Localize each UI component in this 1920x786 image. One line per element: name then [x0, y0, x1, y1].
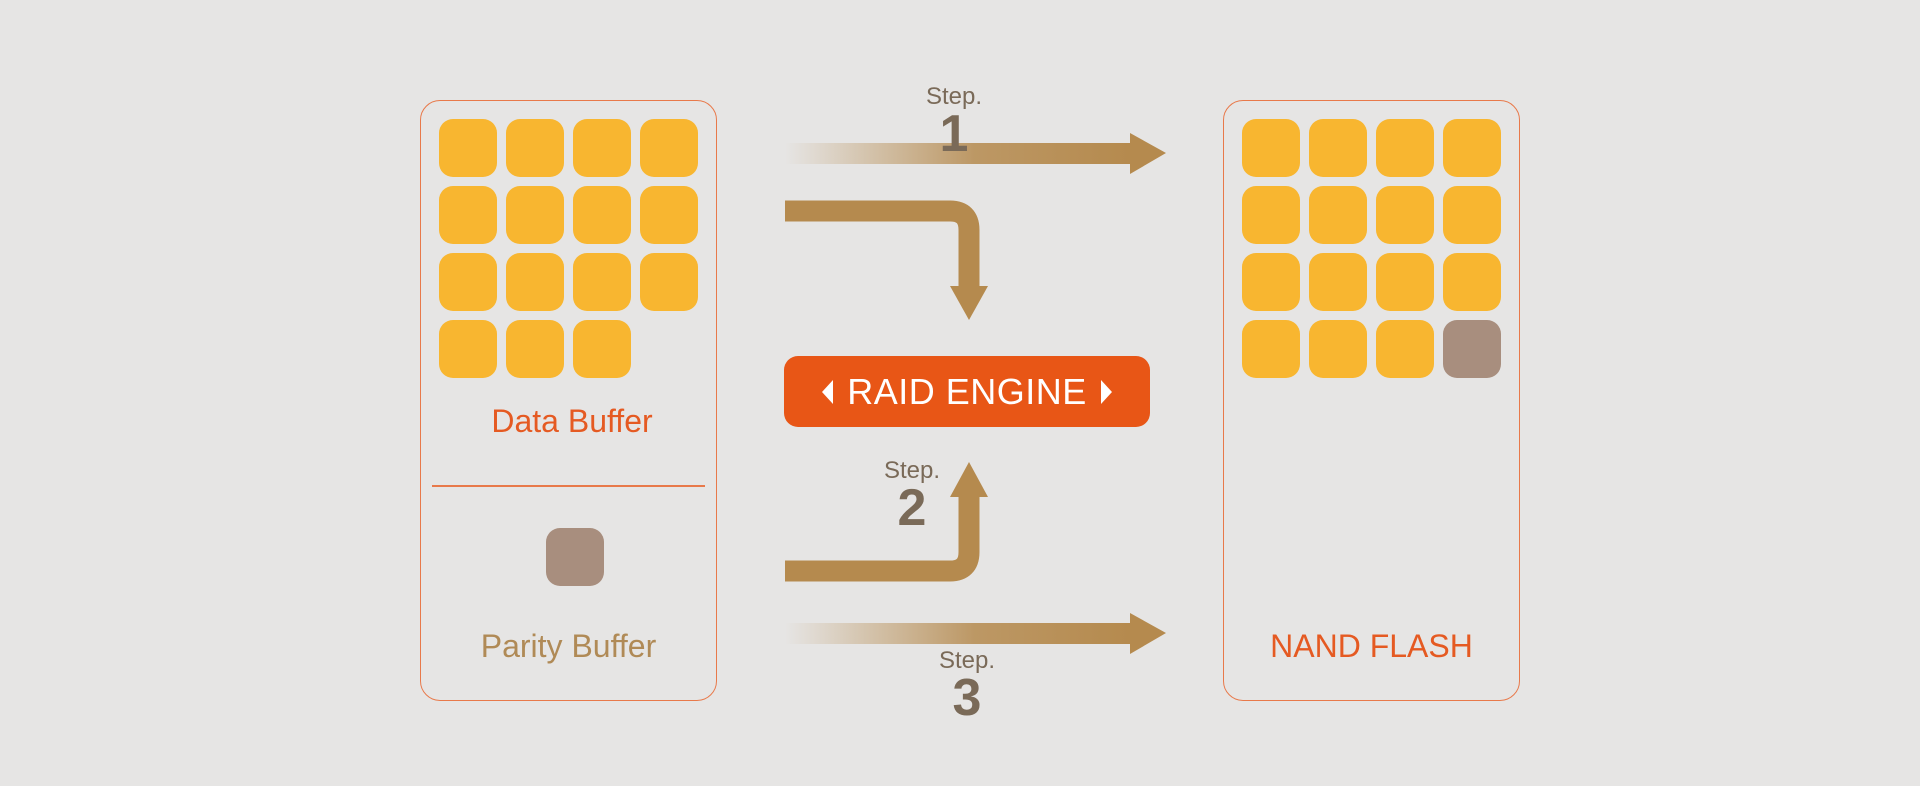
data-block [640, 253, 698, 311]
nand-data-block [1376, 320, 1434, 378]
step3-word: Step. [938, 647, 996, 674]
nand-data-block [1443, 253, 1501, 311]
data-buffer-panel [420, 100, 717, 701]
nand-data-block [1242, 119, 1300, 177]
raid-engine-box: RAID ENGINE [784, 356, 1150, 427]
nand-data-block [1376, 253, 1434, 311]
nand-data-block [1309, 320, 1367, 378]
nand-flash-label: NAND FLASH [1270, 628, 1473, 664]
data-buffer-label: Data Buffer [491, 403, 653, 439]
nand-data-block [1242, 253, 1300, 311]
data-block [439, 253, 497, 311]
triangle-right-icon [1100, 379, 1112, 404]
nand-flash-grid [1242, 119, 1501, 378]
data-block [573, 320, 631, 378]
step3-number: 3 [952, 669, 982, 727]
data-block [640, 119, 698, 177]
data-block [439, 320, 497, 378]
data-block [506, 320, 564, 378]
nand-parity-block [1443, 320, 1501, 378]
nand-data-block [1242, 186, 1300, 244]
triangle-left-icon [822, 379, 834, 404]
step1-label: Step. 1 [894, 83, 1014, 163]
data-block [506, 186, 564, 244]
raid-engine-label: RAID ENGINE [847, 370, 1087, 412]
data-block [439, 119, 497, 177]
nand-flash-panel [1223, 100, 1520, 701]
raid-output-arrow [785, 462, 988, 582]
nand-data-block [1376, 186, 1434, 244]
step2-label: Step. 2 [852, 457, 972, 537]
step3-label: Step. 3 [907, 647, 1027, 727]
nand-data-block [1443, 186, 1501, 244]
nand-data-block [1309, 253, 1367, 311]
nand-data-block [1376, 119, 1434, 177]
data-block [439, 186, 497, 244]
step1-number: 1 [939, 105, 969, 163]
nand-data-block [1309, 186, 1367, 244]
step2-number: 2 [897, 479, 927, 537]
data-block [640, 186, 698, 244]
step3-arrow [785, 613, 1166, 654]
buffer-divider [432, 485, 705, 487]
data-block [573, 119, 631, 177]
data-block [573, 253, 631, 311]
data-block [506, 253, 564, 311]
parity-buffer-label: Parity Buffer [480, 628, 657, 664]
data-block [573, 186, 631, 244]
nand-data-block [1443, 119, 1501, 177]
nand-data-block [1309, 119, 1367, 177]
step2-word: Step. [883, 457, 941, 484]
nand-data-block [1242, 320, 1300, 378]
parity-buffer-block [546, 528, 604, 586]
step1-arrow [785, 133, 1166, 174]
data-buffer-grid [439, 119, 698, 378]
data-block [506, 119, 564, 177]
raid-input-arrow [785, 200, 988, 320]
step1-word: Step. [925, 83, 983, 110]
